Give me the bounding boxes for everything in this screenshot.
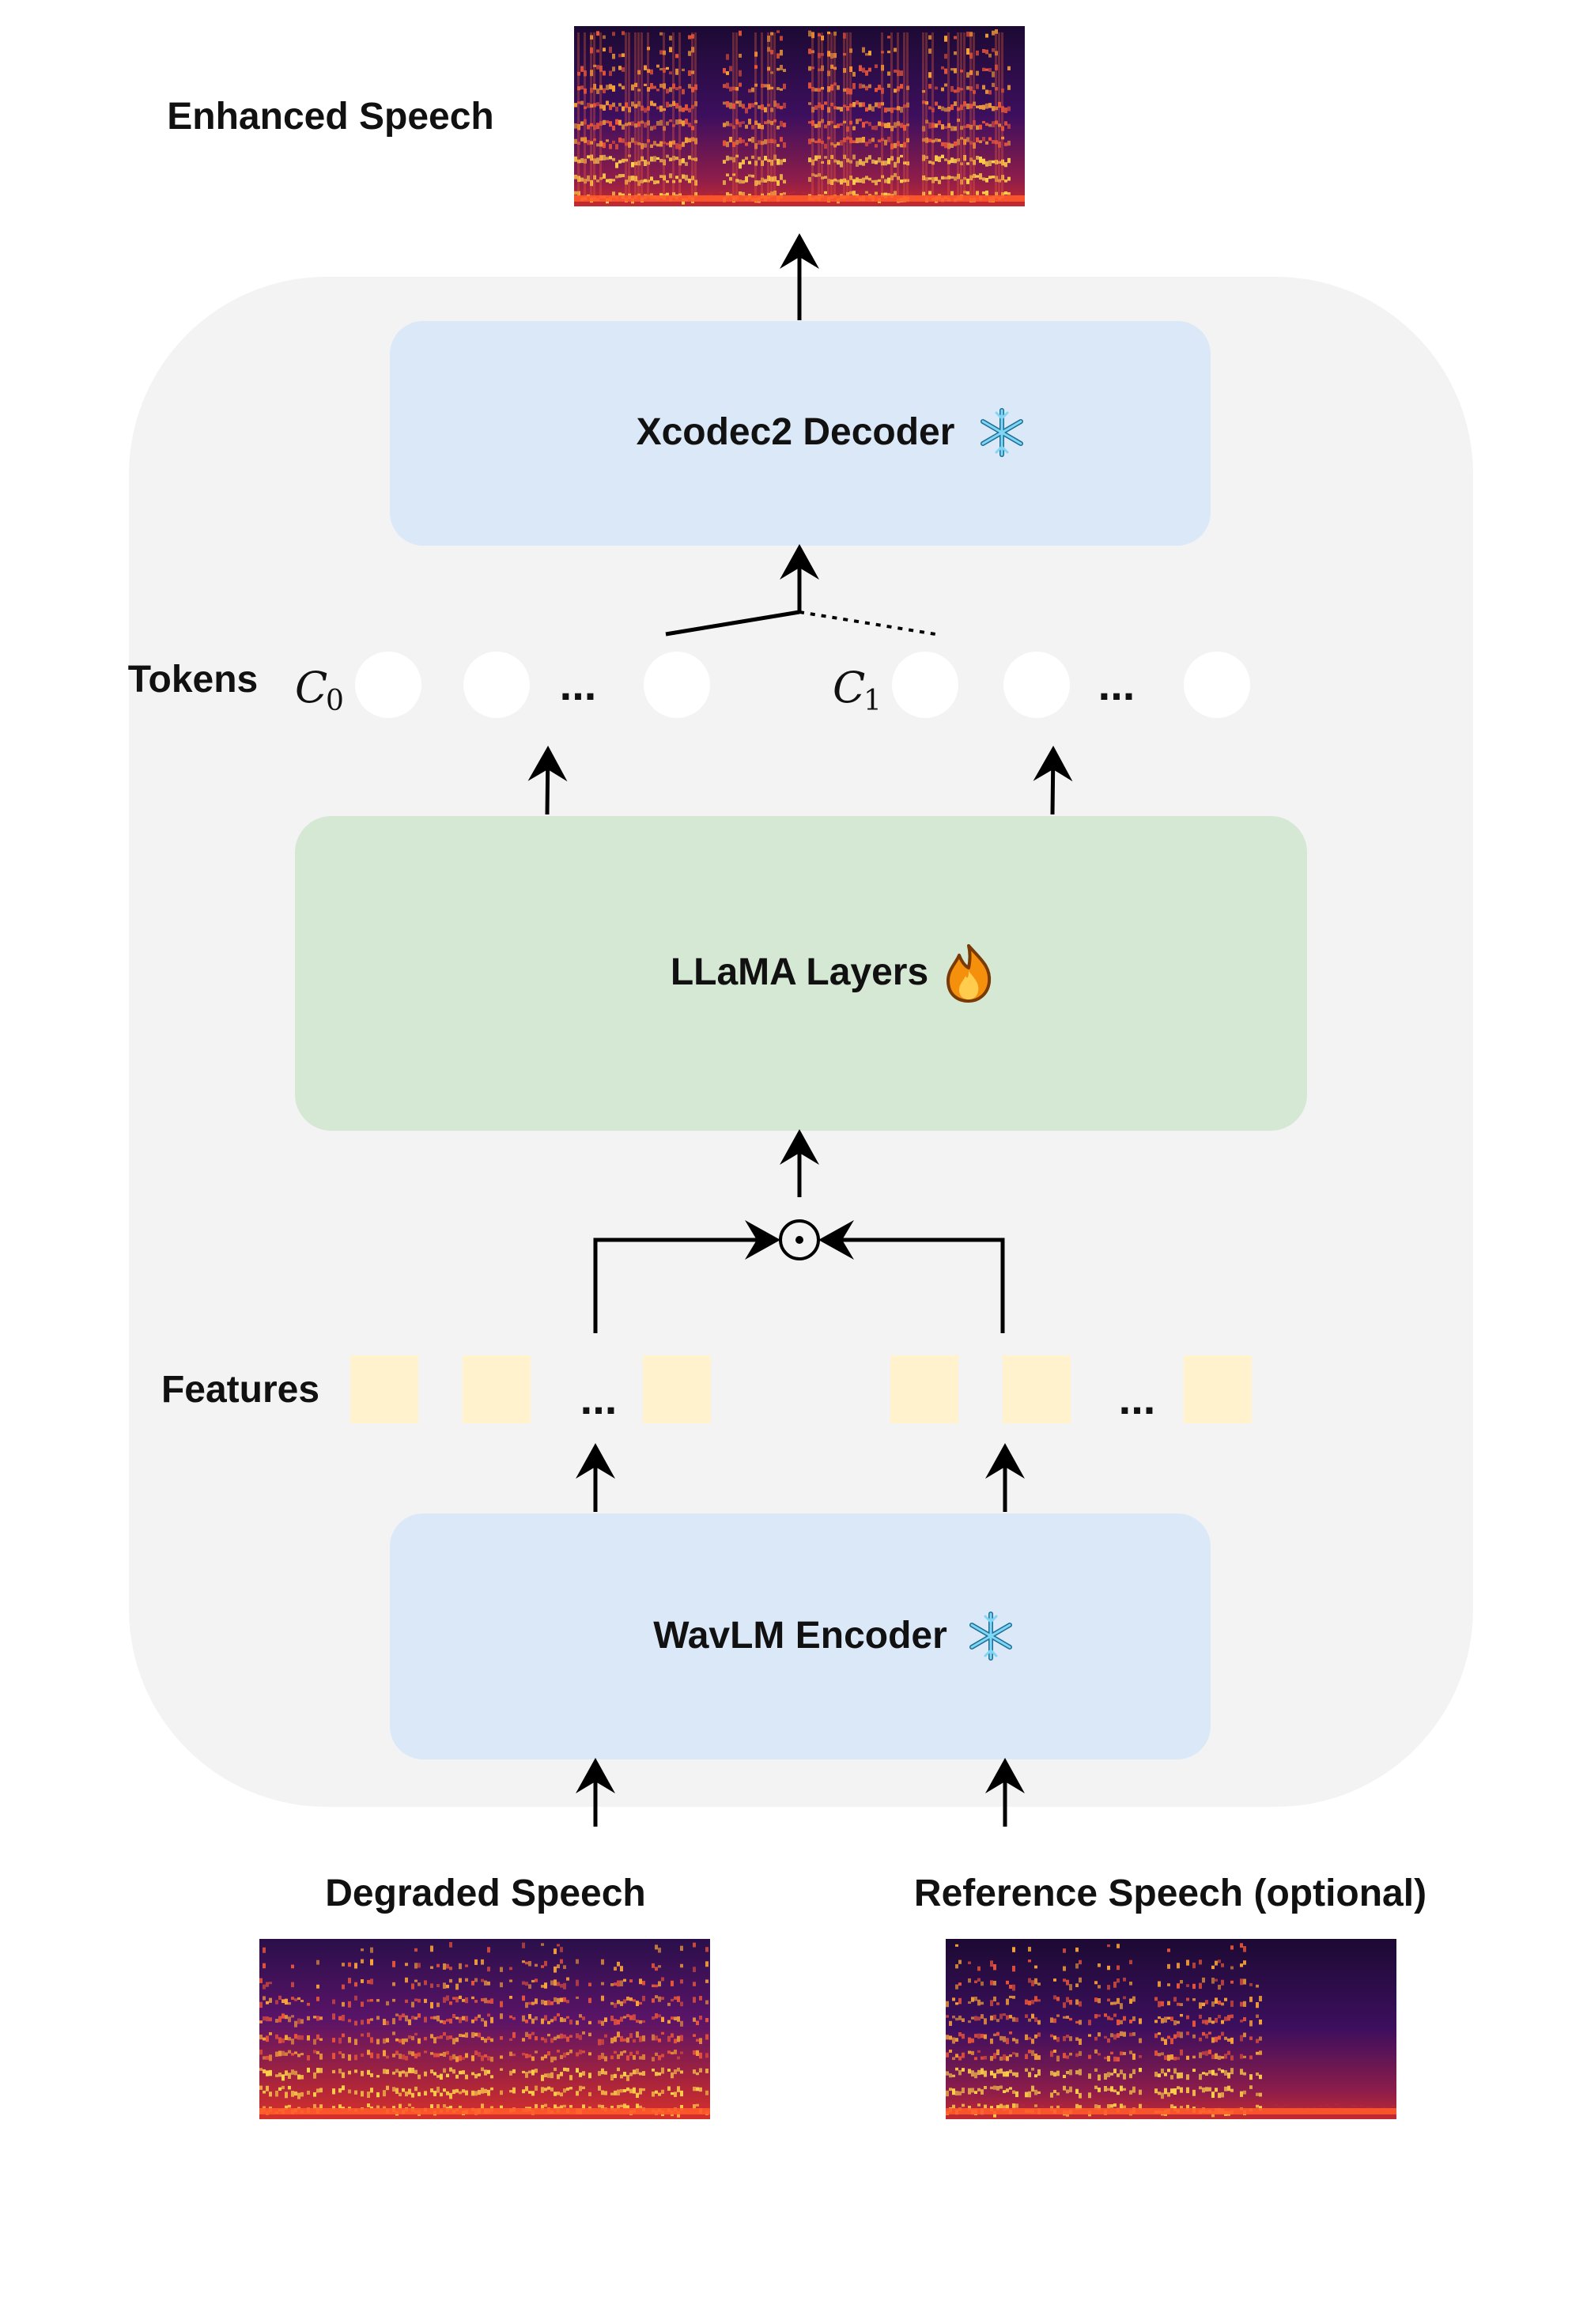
feature-square (890, 1355, 958, 1423)
snowflake-icon (981, 408, 1023, 457)
snowflake-icon (969, 1612, 1012, 1661)
degraded-speech-label: Degraded Speech (325, 1872, 645, 1914)
token-merge-line-c0 (665, 610, 800, 637)
token-ellipsis: ... (560, 659, 597, 709)
token-merge-line-c1 (799, 610, 936, 636)
token-c0-subscript: 0 (326, 685, 344, 717)
token-circle (644, 652, 710, 718)
encoder-label: WavLM Encoder (653, 1615, 947, 1657)
tokens-label: Tokens (128, 659, 258, 701)
token-group-c1: C 1 ... (833, 652, 1250, 718)
token-c0-symbol: C (295, 663, 327, 712)
feature-square (350, 1355, 418, 1423)
token-c1-subscript: 1 (863, 685, 882, 717)
enhanced-spectrogram (574, 26, 1025, 206)
feature-square (463, 1355, 531, 1423)
token-circle (463, 652, 530, 718)
feature-square (1003, 1355, 1071, 1423)
llama-layers-block (295, 816, 1307, 1131)
token-c1-symbol: C (833, 663, 865, 712)
arrow-llama-to-c1 (1033, 746, 1073, 815)
feature-group-degraded: ... (350, 1355, 711, 1423)
arrow-llama-to-c0 (527, 746, 568, 815)
feature-ellipsis: ... (1119, 1374, 1156, 1423)
feature-square (1184, 1355, 1252, 1423)
features-label: Features (161, 1369, 319, 1411)
fire-icon (947, 944, 992, 1003)
arrow-reference-features-to-fusion (818, 1220, 1005, 1333)
reference-speech-label: Reference Speech (optional) (914, 1872, 1426, 1914)
token-ellipsis: ... (1098, 659, 1135, 709)
decoder-label: Xcodec2 Decoder (637, 411, 955, 453)
feature-square (643, 1355, 711, 1423)
arrow-degraded-features-to-fusion (593, 1220, 780, 1333)
wavlm-encoder-block (390, 1513, 1211, 1759)
feature-ellipsis: ... (580, 1374, 618, 1423)
token-circle (355, 652, 421, 718)
feature-group-reference: ... (890, 1355, 1252, 1423)
degraded-spectrogram (259, 1939, 710, 2119)
token-circle (892, 652, 958, 718)
token-circle (1003, 652, 1070, 718)
llama-label: LLaMA Layers (671, 951, 928, 993)
enhanced-speech-label: Enhanced Speech (167, 96, 493, 138)
token-circle (1184, 652, 1250, 718)
xcodec2-decoder-block (390, 321, 1211, 546)
token-group-c0: C 0 ... (295, 652, 710, 718)
reference-spectrogram (946, 1939, 1396, 2119)
